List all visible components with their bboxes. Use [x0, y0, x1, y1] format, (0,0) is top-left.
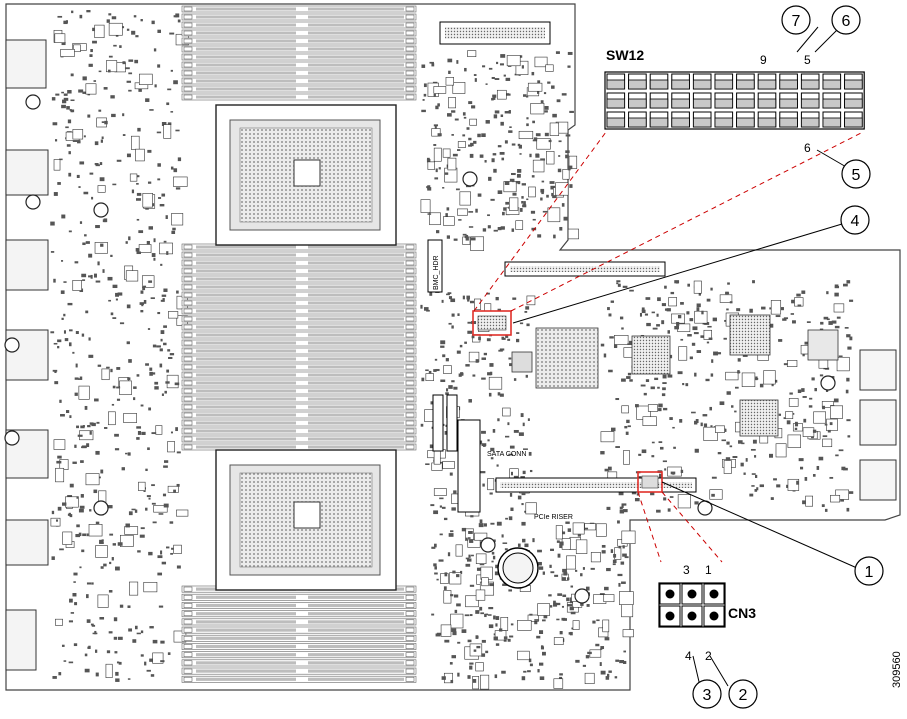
callout-6: 6	[831, 5, 861, 35]
board-outline	[5, 3, 901, 691]
riser-label: PCIe RISER	[534, 514, 573, 521]
sw12-pin-9: 9	[760, 53, 767, 67]
cpu-socket-2	[215, 449, 397, 591]
dimm-bank-top	[181, 5, 417, 101]
sata-label: SATA CONN	[487, 451, 526, 458]
callout-5: 5	[841, 159, 871, 189]
callout-leaders	[512, 26, 858, 687]
left-circuitry	[50, 10, 189, 682]
mid-slots	[432, 394, 481, 513]
dimm-bank-bottom	[181, 585, 417, 683]
callout-3: 3	[692, 679, 722, 709]
callout-4: 4	[840, 205, 870, 235]
cn3-pin-2: 2	[705, 649, 712, 663]
callout-2-number: 2	[739, 687, 748, 704]
sw12-on-board	[477, 315, 507, 331]
callout-4-number: 4	[851, 213, 860, 230]
cn3-pin-3: 3	[683, 563, 690, 577]
right-io-edge	[859, 349, 897, 501]
callout-1-number: 1	[865, 564, 874, 581]
dimm-bank-middle	[181, 243, 417, 451]
sw12-switch-detail	[604, 71, 865, 130]
cn3-on-board	[641, 475, 659, 489]
sw12-label: SW12	[606, 47, 644, 63]
sw12-pin-5: 5	[804, 53, 811, 67]
cpu-socket-1	[215, 104, 397, 246]
cn3-jumper-detail	[658, 582, 726, 628]
callout-7: 7	[781, 5, 811, 35]
pcie-slot-bottom	[495, 477, 697, 493]
cn3-pin-1: 1	[705, 563, 712, 577]
mounting-holes	[4, 94, 836, 604]
zoom-leader-lines	[473, 131, 864, 563]
callout-6-number: 6	[842, 13, 851, 30]
coin-battery	[497, 547, 539, 589]
callout-2: 2	[728, 679, 758, 709]
figure-id: 309560	[891, 651, 903, 688]
sw12-location-highlight	[472, 310, 512, 336]
chips	[511, 314, 839, 437]
left-io-edge	[5, 39, 49, 671]
top-connector	[439, 21, 551, 45]
pcie-slot-top	[504, 261, 666, 277]
callout-7-number: 7	[792, 13, 801, 30]
callout-5-number: 5	[852, 167, 861, 184]
callout-1: 1	[854, 556, 884, 586]
sw12-pin-6: 6	[804, 141, 811, 155]
bmc-header-label: BMC_HDR	[433, 255, 440, 290]
cn3-pin-4: 4	[685, 649, 692, 663]
cn3-label: CN3	[728, 605, 756, 621]
bmc-header-label-box: BMC_HDR	[427, 239, 443, 293]
callout-3-number: 3	[703, 687, 712, 704]
